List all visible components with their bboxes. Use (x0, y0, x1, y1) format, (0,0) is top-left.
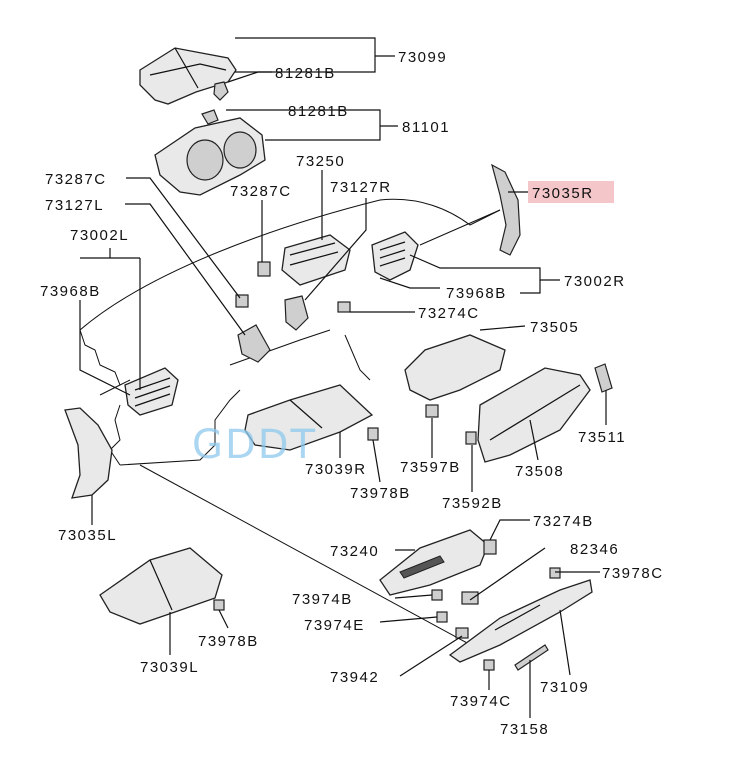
part-73978b-clip-left (213, 599, 225, 611)
label-73974c: 73974C (450, 693, 512, 710)
part-73274c-clip (337, 301, 351, 313)
label-73974b: 73974B (292, 591, 353, 608)
part-73240-switch-panel (379, 529, 489, 596)
label-73099: 73099 (398, 49, 447, 66)
label-73968b-right: 73968B (446, 285, 507, 302)
label-73039l: 73039L (140, 659, 199, 676)
label-81281b-b: 81281B (288, 103, 349, 120)
part-73978b-clip-center (367, 427, 379, 441)
part-73287c-clip-2 (235, 294, 249, 308)
label-73287c-center: 73287C (230, 183, 292, 200)
part-73002r-vent (371, 231, 419, 281)
part-82346-connector (461, 591, 479, 605)
part-73127l-bracket (237, 324, 271, 363)
label-81281b-a: 81281B (275, 65, 336, 82)
part-73109-lower-trim (448, 579, 593, 663)
highlight-73035r (528, 181, 614, 203)
label-73592b: 73592B (442, 495, 503, 512)
label-73942: 73942 (330, 669, 379, 686)
part-73974e-clip (436, 611, 448, 623)
label-82346: 82346 (570, 541, 619, 558)
part-73978c-clip (549, 567, 561, 579)
label-73505: 73505 (530, 319, 579, 336)
part-73511-piece (594, 363, 613, 393)
part-73287c-clip (257, 261, 271, 277)
label-73240: 73240 (330, 543, 379, 560)
part-73974b-clip (431, 589, 443, 601)
part-73250-module (281, 234, 351, 286)
part-labels: 73099 81281B 81281B 81101 73250 73287C 7… (40, 49, 664, 738)
part-73274b-clip (483, 539, 497, 555)
label-73002l: 73002L (70, 227, 129, 244)
part-73592b-clip (465, 431, 477, 445)
label-73597b: 73597B (400, 459, 461, 476)
label-73035r: 73035R (532, 185, 594, 202)
label-73039r: 73039R (305, 461, 367, 478)
part-73035r-side-trim (491, 163, 521, 256)
part-81281b-clip-b (201, 109, 219, 125)
label-81101: 81101 (402, 119, 450, 136)
label-73508: 73508 (515, 463, 564, 480)
part-73597b-clip (425, 404, 439, 418)
label-73978b-center: 73978B (350, 485, 411, 502)
label-73978c: 73978C (602, 565, 664, 582)
label-73978b-left: 73978B (198, 633, 259, 650)
label-73287c-left: 73287C (45, 171, 107, 188)
part-73099-cover (139, 47, 237, 105)
label-73274c: 73274C (418, 305, 480, 322)
label-73127r: 73127R (330, 179, 392, 196)
part-81101-meter-hood (154, 117, 266, 196)
part-73035l-side-trim (64, 407, 113, 499)
part-73158-piece (514, 644, 549, 671)
label-73968b-left: 73968B (40, 283, 101, 300)
part-73002l-vent (124, 367, 179, 416)
label-73974e: 73974E (304, 617, 365, 634)
part-73508-glove-box (477, 367, 591, 463)
label-73109: 73109 (540, 679, 589, 696)
part-81281b-clip-a (213, 81, 229, 101)
label-73274b: 73274B (533, 513, 594, 530)
part-73039l-lower-panel (99, 547, 223, 625)
part-73974c-clip (483, 659, 495, 671)
part-73127r-bracket (284, 295, 309, 331)
part-73505-bracket (404, 334, 506, 401)
part-73942-clip (455, 627, 469, 639)
label-73127l: 73127L (45, 197, 104, 214)
label-73035l: 73035L (58, 527, 117, 544)
label-73250: 73250 (296, 153, 345, 170)
label-73511: 73511 (578, 429, 626, 446)
leader-lines (79, 37, 607, 718)
watermark: GDDT (192, 422, 317, 468)
label-73158: 73158 (500, 721, 549, 738)
label-73002r: 73002R (564, 273, 626, 290)
